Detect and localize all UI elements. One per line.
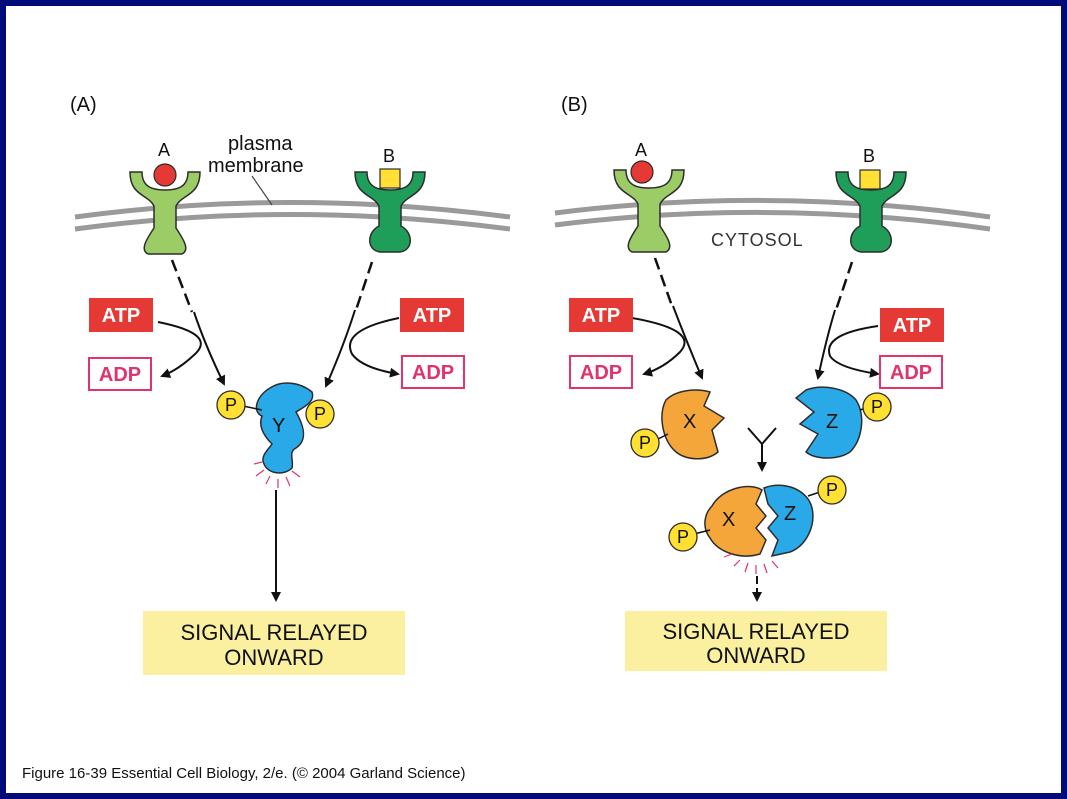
phosphate-x-icon — [630, 428, 660, 458]
figure-caption: Figure 16-39 Essential Cell Biology, 2/e… — [22, 765, 466, 782]
receptor-a-panel-b — [613, 160, 685, 253]
receptor-b-label: B — [383, 146, 395, 166]
signal-a-line2: ONWARD — [224, 645, 323, 670]
phosphate-z-icon — [862, 392, 892, 422]
atp-adp-curve-b-right — [828, 325, 880, 378]
phosphate-left-icon — [216, 390, 246, 420]
adp-label-b-left: ADP — [580, 362, 622, 384]
signal-a-line1: SIGNAL RELAYED — [180, 620, 367, 645]
plasma-membrane-a — [74, 200, 511, 232]
dashed-arrow-a-right — [354, 261, 374, 311]
receptor-a-label-b: A — [635, 140, 647, 160]
merge-arrow — [747, 427, 777, 472]
adp-box-b-left — [569, 355, 633, 389]
phosphate-a-right-label: P — [314, 404, 326, 424]
receptor-a-label: A — [158, 140, 170, 160]
atp-label-a-left: ATP — [102, 305, 141, 327]
phosphate-right-icon — [305, 399, 335, 429]
phosphate-complex-z-icon — [817, 475, 847, 505]
panel-a: (A) plasma membrane A B — [70, 94, 511, 675]
protein-z-label: Z — [826, 411, 838, 433]
ligand-a-b-icon — [630, 160, 654, 184]
arrow-to-z — [814, 309, 836, 380]
ligand-a-icon — [153, 163, 177, 187]
arrow-to-y-left — [193, 311, 225, 386]
receptor-b-label-b: B — [863, 146, 875, 166]
cytosol-label: CYTOSOL — [711, 230, 804, 250]
atp-label-a-right: ATP — [413, 305, 452, 327]
phosphate-complex-x-label: P — [677, 527, 689, 547]
phosphate-x-label: P — [639, 433, 651, 453]
adp-box-a-right — [401, 355, 465, 389]
adp-label-b-right: ADP — [890, 362, 932, 384]
atp-box-a-left — [89, 298, 153, 332]
complex-z-label: Z — [784, 503, 796, 525]
receptor-b-panel-b — [835, 169, 907, 253]
activation-rays-a — [253, 461, 301, 488]
adp-label-a-left: ADP — [99, 364, 141, 386]
dashed-arrow-b-right — [834, 261, 854, 311]
protein-y-label: Y — [272, 415, 285, 437]
phosphate-complex-x-icon — [668, 522, 698, 552]
membrane-label-line1: plasma — [228, 133, 293, 155]
panel-a-label: (A) — [70, 94, 97, 116]
atp-box-a-right — [400, 298, 464, 332]
signal-box-a — [143, 611, 405, 675]
receptor-a-panel-a — [129, 163, 201, 255]
protein-y-icon — [255, 382, 314, 474]
membrane-leader-line — [251, 175, 273, 206]
arrow-to-y-right — [324, 309, 356, 388]
dashed-arrow-a-left — [170, 259, 194, 313]
phosphate-a-left-label: P — [225, 395, 237, 415]
membrane-label-line2: membrane — [208, 155, 304, 177]
atp-label-b-right: ATP — [893, 315, 932, 337]
receptor-b-panel-a — [354, 168, 426, 253]
signal-box-b — [625, 611, 887, 671]
atp-box-b-right — [880, 308, 944, 342]
complex-x-label: X — [722, 509, 735, 531]
panel-b: (B) CYTOSOL A B — [554, 94, 991, 671]
activation-rays-b — [723, 553, 779, 574]
protein-x-label: X — [683, 411, 696, 433]
signal-b-line2: ONWARD — [706, 643, 805, 668]
atp-adp-curve-b-left — [631, 317, 686, 377]
ligand-b-icon — [379, 168, 401, 189]
adp-box-b-right — [879, 355, 943, 389]
atp-adp-curve-left — [157, 321, 202, 378]
phosphate-z-label: P — [871, 397, 883, 417]
panel-b-label: (B) — [561, 94, 588, 116]
protein-x-icon — [661, 389, 726, 460]
atp-adp-curve-right — [349, 317, 400, 378]
atp-label-b-left: ATP — [582, 305, 621, 327]
protein-z-icon — [794, 386, 863, 459]
phosphate-complex-z-label: P — [826, 480, 838, 500]
ligand-b-b-icon — [859, 169, 881, 190]
adp-box-a-left — [88, 357, 152, 391]
signal-b-line1: SIGNAL RELAYED — [662, 619, 849, 644]
plasma-membrane-b — [554, 197, 991, 232]
complex-xz-icon — [704, 484, 814, 558]
atp-box-b-left — [569, 298, 633, 332]
dashed-arrow-b-left — [653, 257, 674, 307]
adp-label-a-right: ADP — [412, 362, 454, 384]
arrow-to-x — [672, 305, 704, 380]
